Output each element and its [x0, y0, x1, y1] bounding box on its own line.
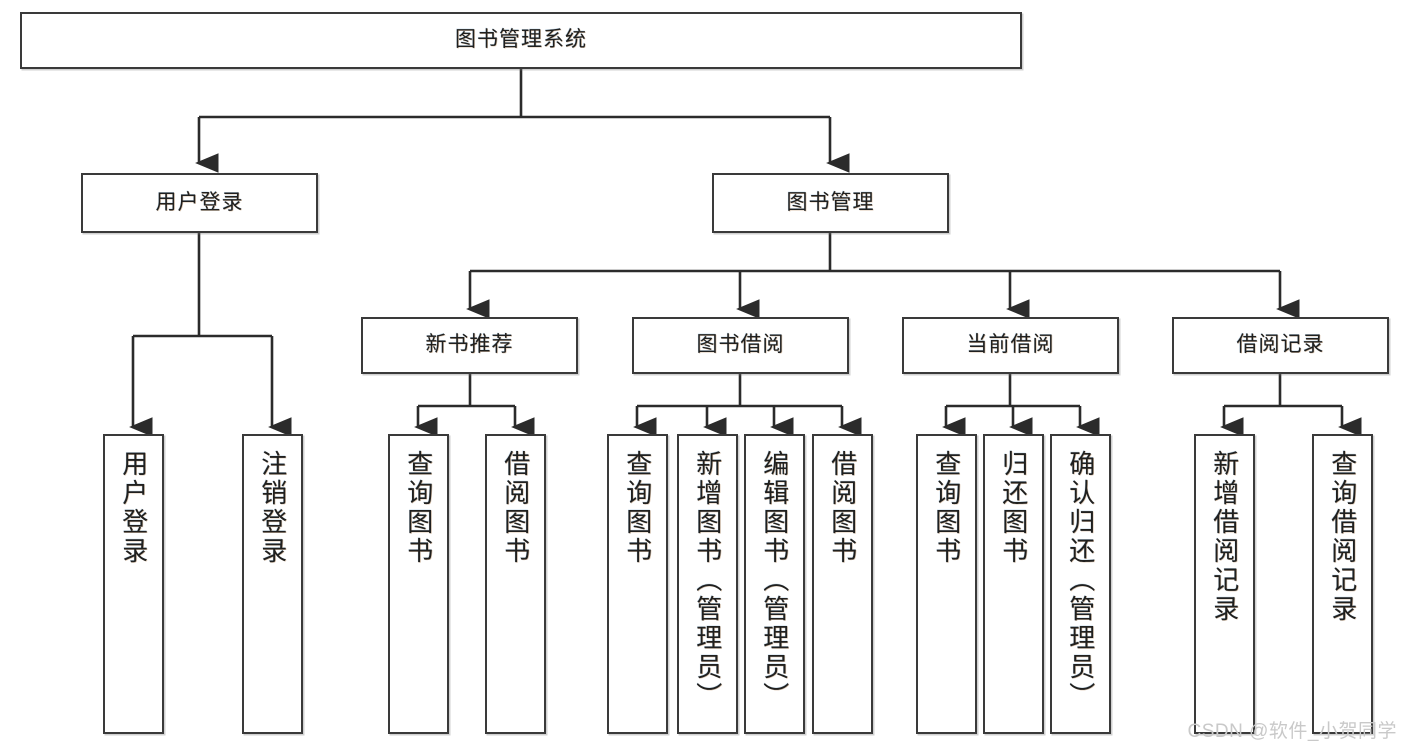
node-user-login-label: 用户登录: [155, 190, 244, 214]
node-book-borrow[interactable]: 图书借阅: [632, 317, 849, 374]
leaf-new-book-0[interactable]: 查询图书: [388, 434, 449, 734]
leaf-user-login-1[interactable]: 注销登录: [242, 434, 303, 734]
node-borrow-record-label: 借阅记录: [1236, 333, 1325, 357]
node-borrow-record[interactable]: 借阅记录: [1172, 317, 1389, 374]
leaf-user-login-1-label: 注销登录: [257, 450, 288, 566]
leaf-current-borrow-1[interactable]: 归还图书: [983, 434, 1044, 734]
node-book-borrow-label: 图书借阅: [696, 333, 785, 357]
leaf-book-borrow-0[interactable]: 查询图书: [607, 434, 668, 734]
leaf-current-borrow-0[interactable]: 查询图书: [916, 434, 977, 734]
leaf-book-borrow-2-label: 编辑图书（管理员）: [759, 450, 790, 711]
leaf-book-borrow-0-label: 查询图书: [622, 450, 653, 566]
node-book-manage-label: 图书管理: [786, 190, 875, 214]
csdn-watermark: CSDN @软件_小贺同学: [1187, 721, 1397, 742]
leaf-borrow-record-1-label: 查询借阅记录: [1327, 450, 1358, 624]
leaf-current-borrow-1-label: 归还图书: [998, 450, 1029, 566]
node-current-borrow[interactable]: 当前借阅: [902, 317, 1119, 374]
leaf-book-borrow-1[interactable]: 新增图书（管理员）: [677, 434, 738, 734]
leaf-current-borrow-2-label: 确认归还（管理员）: [1065, 450, 1096, 711]
node-root-label: 图书管理系统: [455, 28, 587, 52]
leaf-borrow-record-0[interactable]: 新增借阅记录: [1194, 434, 1255, 734]
node-root[interactable]: 图书管理系统: [20, 12, 1022, 69]
leaf-new-book-0-label: 查询图书: [403, 450, 434, 566]
leaf-book-borrow-1-label: 新增图书（管理员）: [692, 450, 723, 711]
leaf-book-borrow-3[interactable]: 借阅图书: [812, 434, 873, 734]
node-new-book-recommend[interactable]: 新书推荐: [361, 317, 578, 374]
leaf-user-login-0[interactable]: 用户登录: [103, 434, 164, 734]
leaf-user-login-0-label: 用户登录: [118, 450, 149, 566]
leaf-current-borrow-0-label: 查询图书: [931, 450, 962, 566]
node-current-borrow-label: 当前借阅: [966, 333, 1055, 357]
leaf-new-book-1-label: 借阅图书: [500, 450, 531, 566]
leaf-borrow-record-0-label: 新增借阅记录: [1209, 450, 1240, 624]
node-new-book-recommend-label: 新书推荐: [425, 333, 514, 357]
leaf-book-borrow-3-label: 借阅图书: [827, 450, 858, 566]
leaf-new-book-1[interactable]: 借阅图书: [485, 434, 546, 734]
leaf-book-borrow-2[interactable]: 编辑图书（管理员）: [744, 434, 805, 734]
leaf-borrow-record-1[interactable]: 查询借阅记录: [1312, 434, 1373, 734]
node-book-manage[interactable]: 图书管理: [712, 173, 949, 233]
leaf-current-borrow-2[interactable]: 确认归还（管理员）: [1050, 434, 1111, 734]
node-user-login[interactable]: 用户登录: [81, 173, 318, 233]
